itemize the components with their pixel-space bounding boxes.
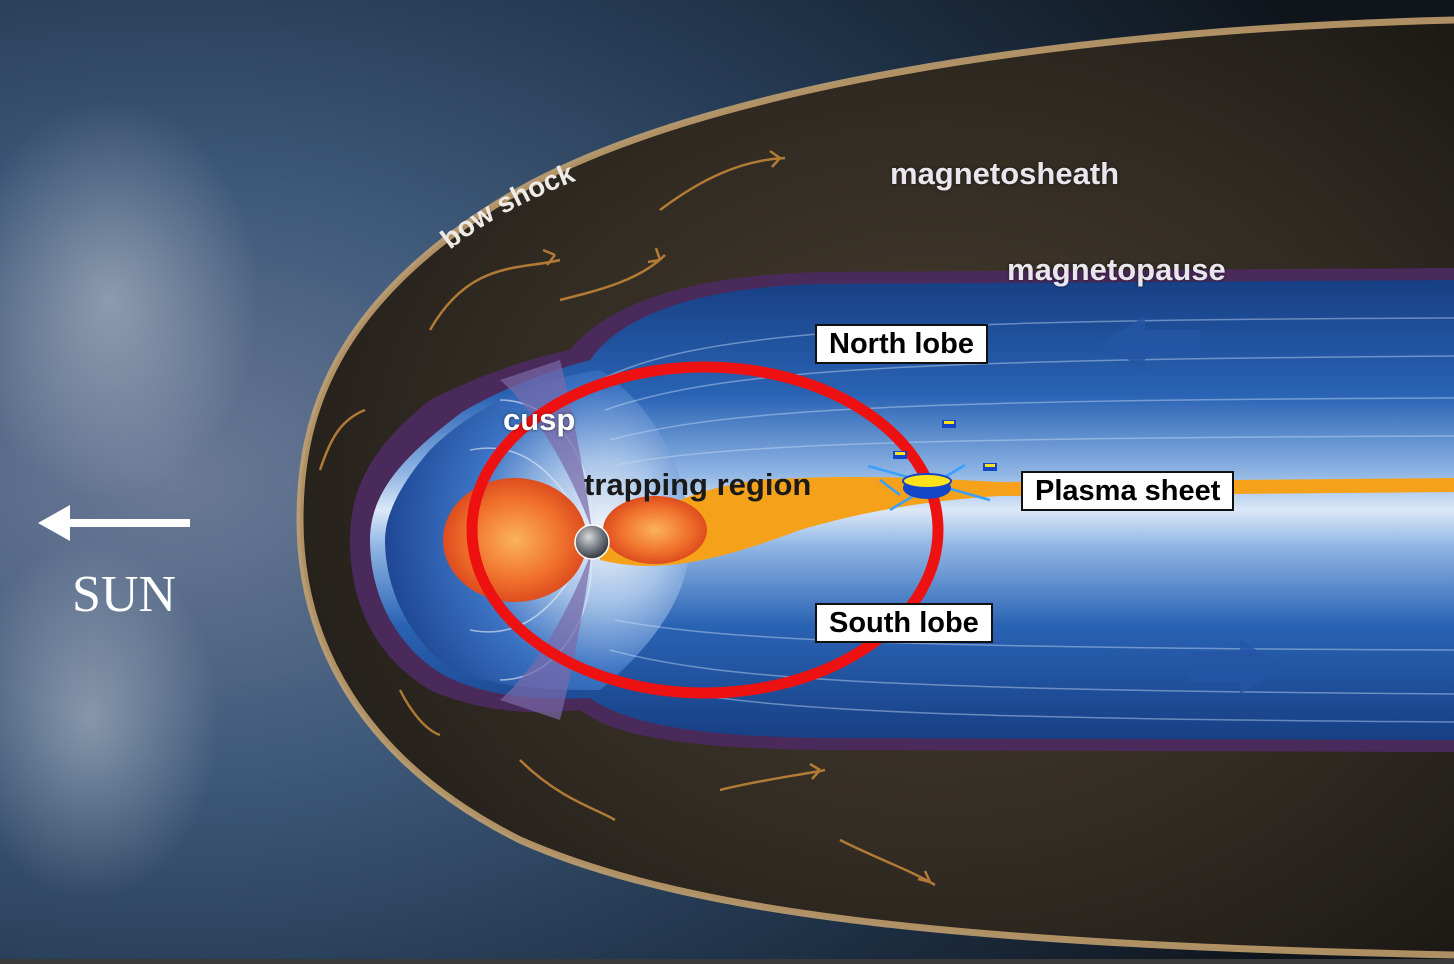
sky-haze	[0, 540, 220, 900]
north-lobe-label: North lobe	[815, 324, 988, 364]
plasma-sheet	[600, 476, 1454, 566]
flow-arrows	[318, 149, 936, 887]
trapping-region-label: trapping region	[584, 467, 812, 502]
sun-label: SUN	[72, 566, 177, 623]
arrow-left-icon	[38, 505, 190, 541]
south-lobe-label: South lobe	[815, 603, 993, 643]
bow-shock-boundary	[296, 16, 1454, 959]
dayside-radiation-belt	[443, 478, 587, 602]
magnetopause-label: magnetopause	[1007, 252, 1226, 287]
nightside-radiation-belt	[603, 496, 707, 564]
plasma-sheet-label: Plasma sheet	[1021, 471, 1235, 511]
sky-haze	[0, 100, 260, 500]
spacecraft-icon	[867, 420, 997, 512]
magnetosheath-label: magnetosheath	[890, 156, 1120, 191]
earth-icon	[574, 524, 610, 560]
cusp-label: cusp	[503, 402, 576, 437]
south-cusp	[500, 550, 592, 720]
lobe-flow-arrows	[1100, 316, 1285, 694]
highlight-ring	[466, 361, 944, 699]
